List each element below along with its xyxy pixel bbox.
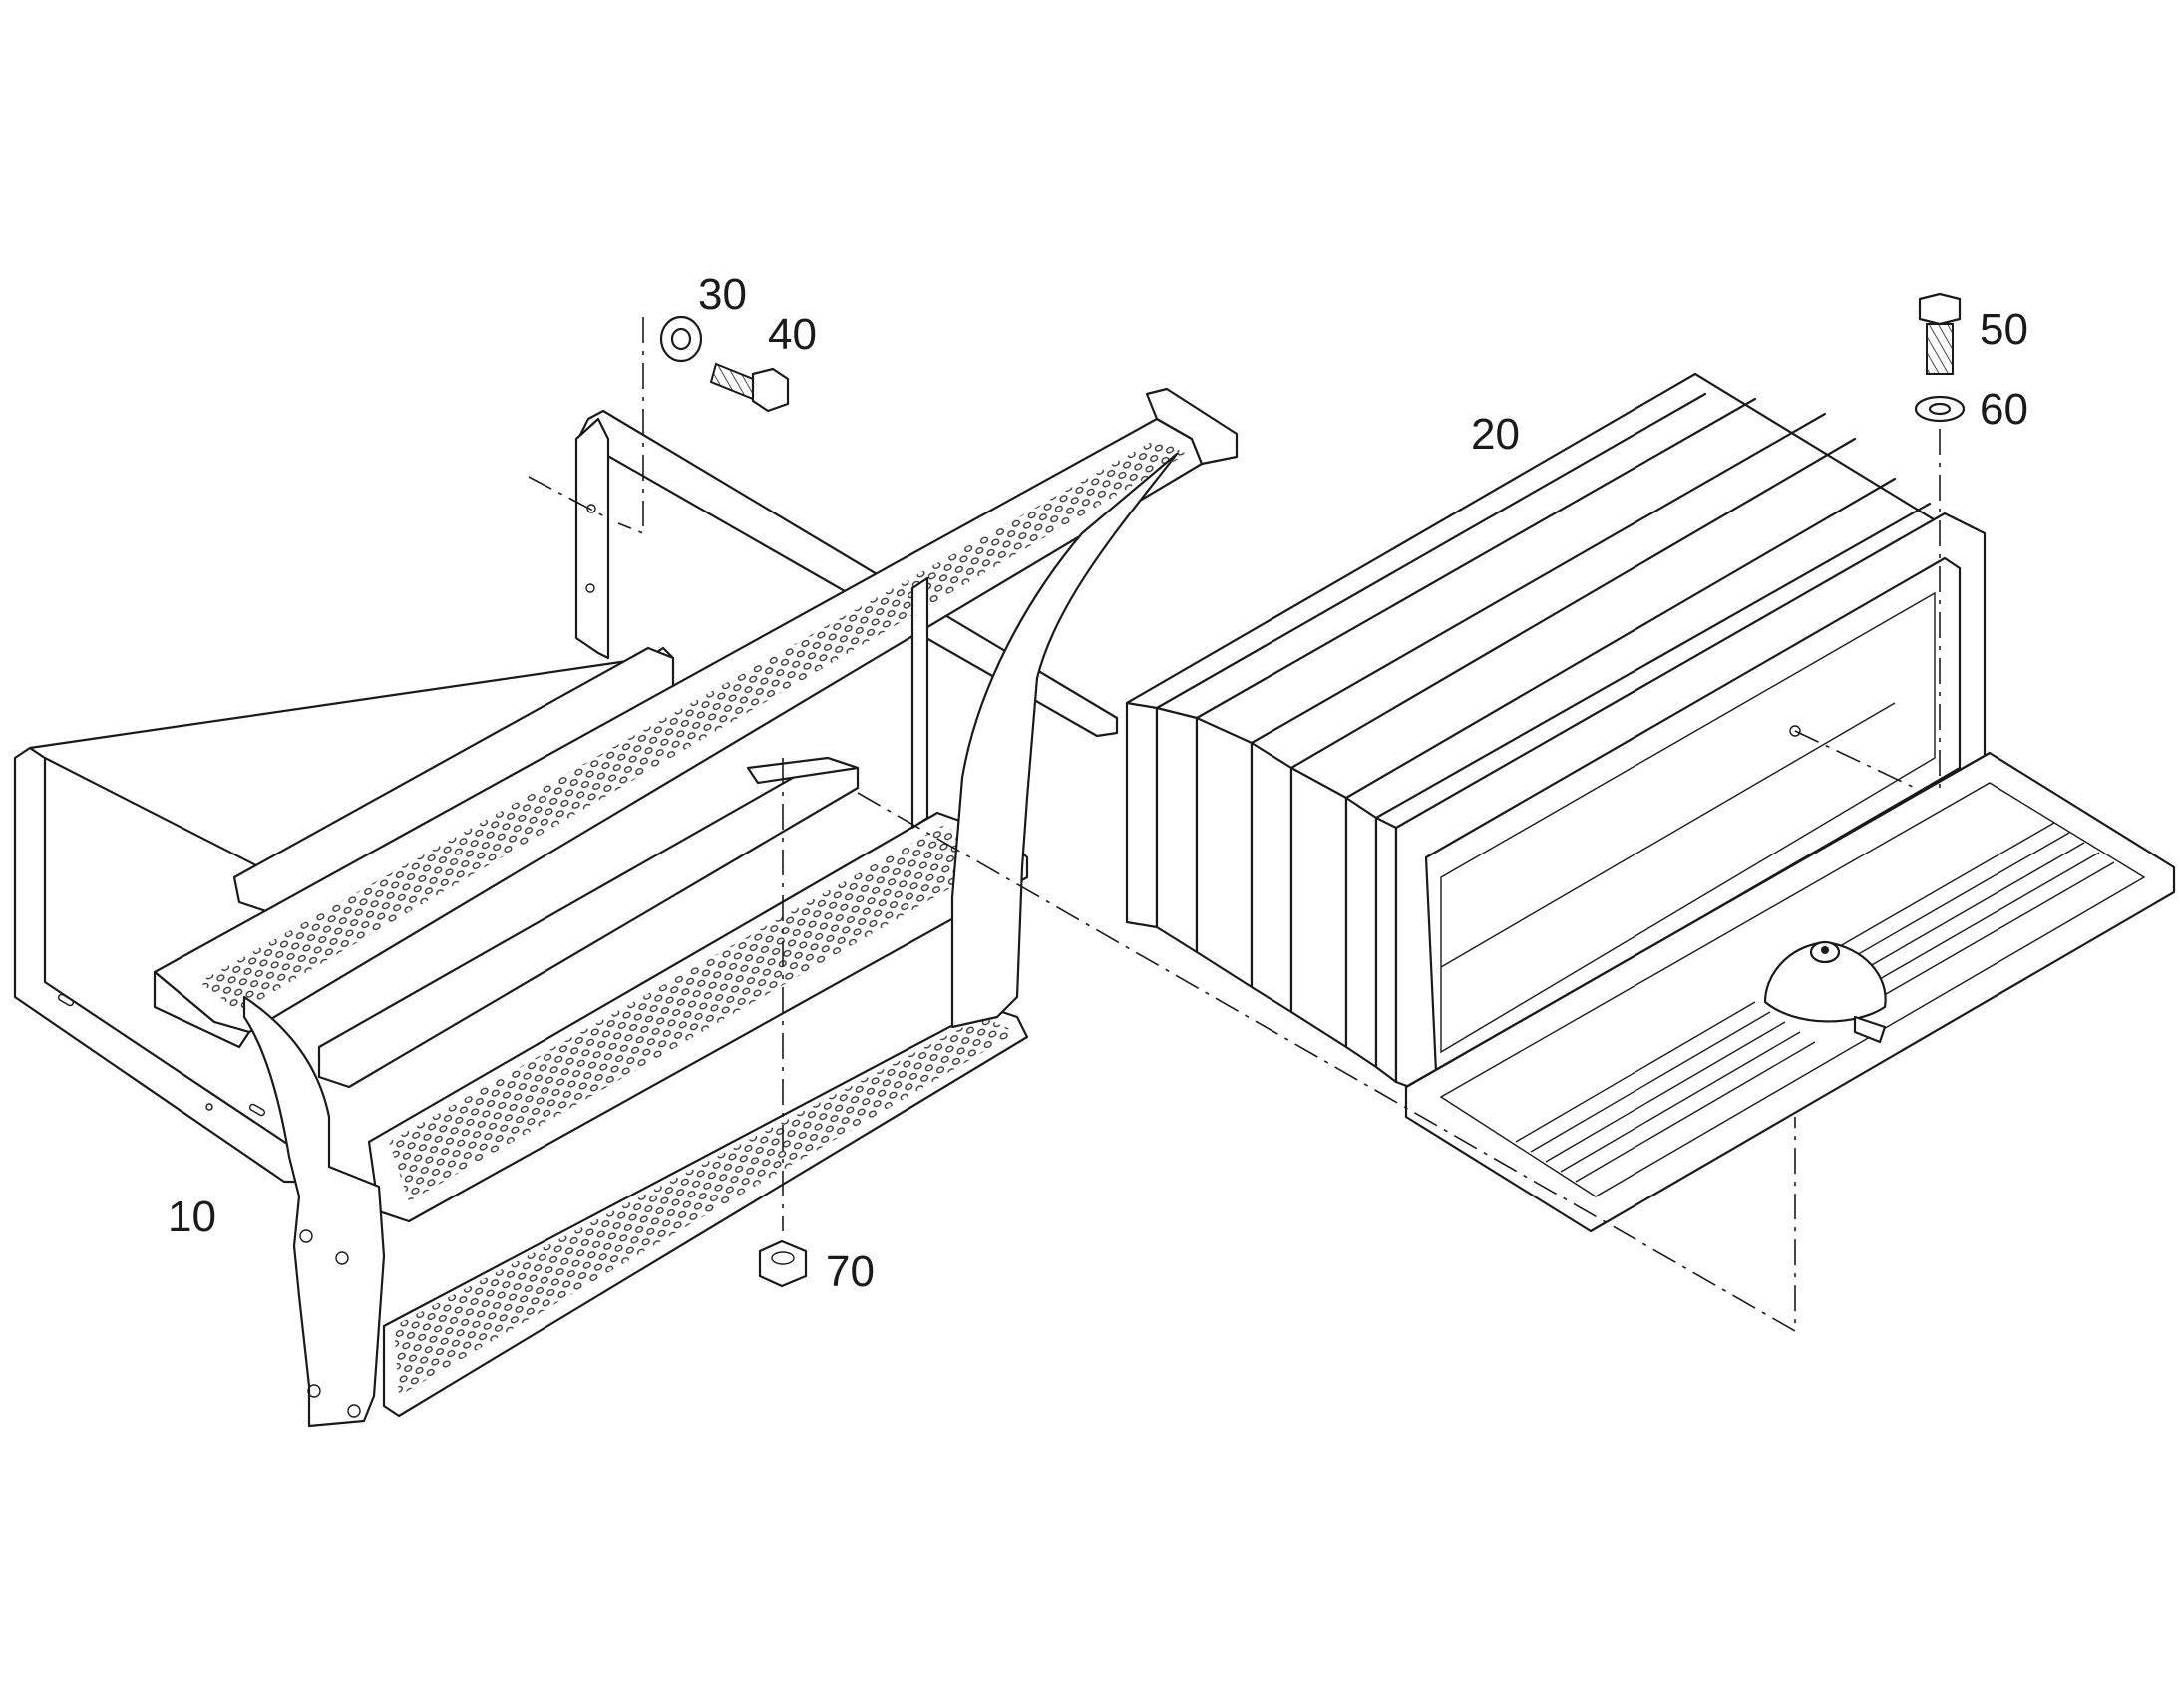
callout-30: 30: [698, 270, 747, 319]
washer-60: [1914, 395, 1966, 423]
callout-70: 70: [826, 1247, 875, 1296]
ridge: [1195, 397, 1757, 720]
bracket-hole: [586, 504, 596, 513]
callout-10: 10: [168, 1193, 216, 1241]
toolbox-inner-rim: [1440, 591, 1936, 1054]
toolbox-lid-inner: [1439, 782, 2146, 1197]
center-lines: [528, 317, 1941, 1333]
callout-40: 40: [768, 310, 817, 359]
lid-grooves: [1515, 822, 2115, 1183]
upper-bracket-flange: [576, 409, 1119, 738]
slot: [248, 1103, 266, 1117]
toolbox-latch: [1763, 940, 1887, 1044]
toolbox-frame: [1125, 701, 1159, 929]
upper-bracket-plate: [574, 417, 610, 660]
washer-30: [659, 315, 703, 363]
toolbox-opening: [1424, 556, 1962, 1074]
ridge: [1344, 477, 1897, 800]
right-stringer-inner: [910, 576, 929, 830]
toolbox-frame: [1289, 766, 1348, 1049]
left-stringer: [242, 995, 386, 1428]
ridge: [1250, 412, 1827, 745]
top-tread-front-lip: [153, 970, 251, 1049]
toolbox-frame: [1344, 796, 1378, 1069]
toolbox-shelf: [1440, 702, 1896, 968]
hole: [205, 1103, 213, 1111]
toolbox-pin: [1789, 725, 1801, 737]
nut-70: [758, 1239, 808, 1288]
top-tread-perforation: [199, 439, 1187, 1012]
ridge: [1289, 437, 1857, 770]
callout-60: 60: [1980, 385, 2028, 434]
stringer-bolt: [347, 1404, 361, 1418]
bracket-hole: [585, 583, 595, 593]
top-tread-end-cap: [1145, 387, 1239, 466]
callout-50: 50: [1980, 305, 2028, 354]
callout-20: 20: [1471, 410, 1520, 459]
stringer-bolt: [335, 1251, 349, 1265]
middle-tread-perforation: [389, 826, 1012, 1201]
middle-rail-end: [746, 756, 860, 785]
stringer-bolt: [307, 1384, 321, 1398]
right-stringer: [950, 452, 1179, 1029]
ridge: [1374, 502, 1932, 820]
toolbox: [1125, 372, 2176, 1233]
toolbox-frame: [1250, 741, 1293, 1014]
bolt-50: [1918, 292, 1962, 375]
bolt-40: [709, 362, 790, 413]
slot: [57, 993, 75, 1007]
toolbox-hinge: [1404, 751, 1992, 1089]
toolbox-frame: [1374, 816, 1398, 1084]
step-assembly: [13, 387, 1239, 1428]
stringer-bolt: [299, 1229, 313, 1243]
toolbox-frame: [1155, 706, 1199, 954]
ridge: [1155, 392, 1707, 710]
bottom-tread-perforation: [394, 1017, 1017, 1396]
toolbox-frame: [1195, 716, 1254, 989]
